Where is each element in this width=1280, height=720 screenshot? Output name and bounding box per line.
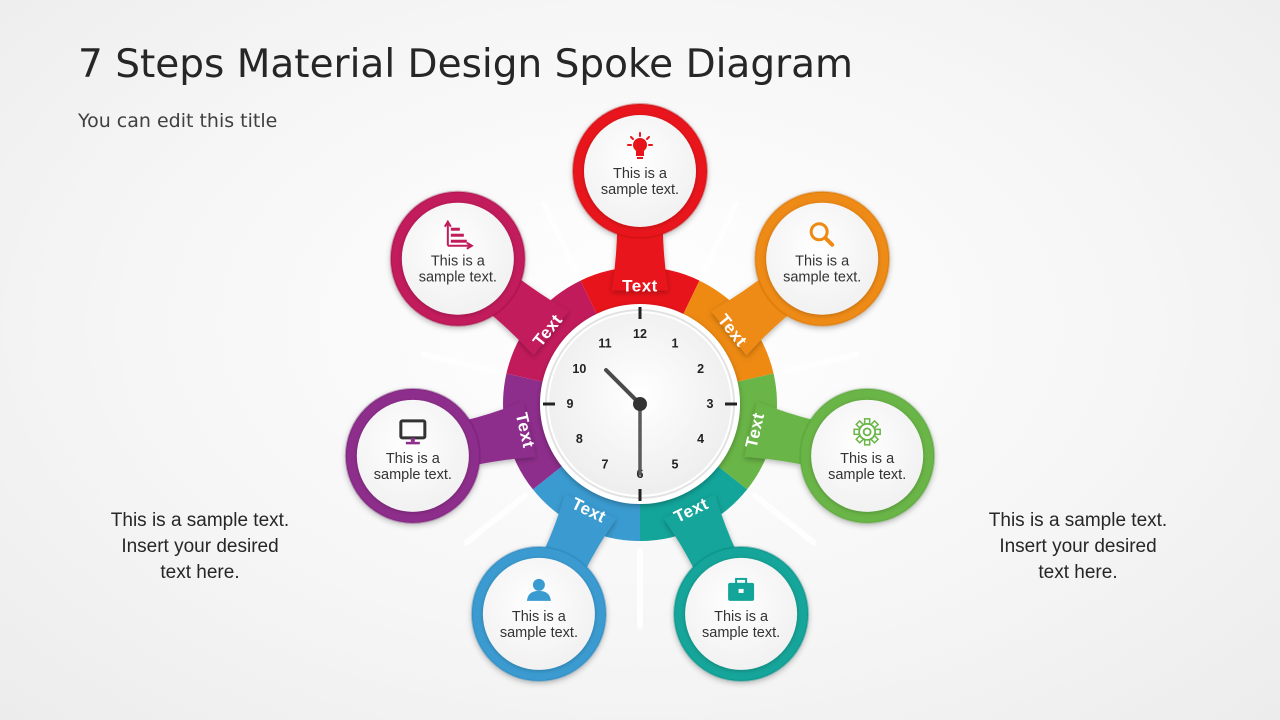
- user-icon: [526, 578, 551, 601]
- step-text-line: This is a: [386, 451, 441, 467]
- side-note-left-line: This is a sample text.: [110, 510, 290, 531]
- ring-segment: [503, 373, 564, 490]
- step-text-line: sample text.: [702, 625, 780, 641]
- petal-edge: [799, 387, 936, 524]
- ray-line: [420, 351, 500, 375]
- ray-line: [751, 492, 817, 546]
- petal-edge: [673, 545, 810, 682]
- step-text-line: This is a: [795, 254, 850, 270]
- petal-edge: [470, 545, 607, 682]
- step-text-line: This is a: [714, 609, 769, 625]
- step-label: Text: [622, 277, 658, 296]
- ray-line: [780, 351, 860, 375]
- step-text-line: This is a: [512, 609, 567, 625]
- clock-number: 1: [672, 336, 679, 350]
- step-text-line: sample text.: [374, 467, 452, 483]
- step-text-line: sample text.: [419, 270, 497, 286]
- clock-number: 12: [633, 327, 647, 341]
- clock-number: 7: [602, 458, 609, 472]
- ring-segment: [716, 373, 777, 490]
- clock-number: 11: [598, 336, 611, 350]
- step-text-line: This is a: [840, 451, 895, 467]
- step-node-circle: [685, 557, 798, 670]
- step-text-line: sample text.: [601, 182, 679, 198]
- step-node-circle: [401, 202, 514, 315]
- clock-number: 2: [697, 362, 704, 376]
- clock-number: 4: [697, 432, 704, 446]
- step-text-line: This is a: [431, 254, 486, 270]
- step-text-line: sample text.: [500, 625, 578, 641]
- step-text-line: sample text.: [828, 467, 906, 483]
- petal-edge: [344, 387, 481, 524]
- side-note-left-line: text here.: [160, 562, 240, 583]
- side-note-left: This is a sample text. Insert your desir…: [70, 508, 330, 586]
- clock-number: 5: [672, 458, 679, 472]
- clock-number: 3: [707, 397, 714, 411]
- step-text-line: This is a: [613, 166, 668, 182]
- briefcase-icon: [728, 577, 755, 601]
- light-rays: [420, 200, 860, 629]
- ray-line: [463, 492, 529, 546]
- side-note-right-line: text here.: [1038, 562, 1118, 583]
- lightbulb-icon: [627, 132, 653, 159]
- bar-chart-icon: [443, 219, 474, 250]
- side-note-right-line: Insert your desired: [999, 536, 1157, 557]
- step-node-circle: [766, 202, 879, 315]
- ray-line: [700, 200, 740, 275]
- step-text-line: sample text.: [783, 270, 861, 286]
- step-node-circle: [356, 399, 469, 512]
- side-note-right-line: This is a sample text.: [988, 510, 1168, 531]
- petal-edge: [389, 190, 526, 327]
- step-node-circle: [811, 399, 924, 512]
- clock: 121234567891011: [540, 304, 740, 504]
- gear-icon: [853, 418, 881, 446]
- side-note-left-line: Insert your desired: [121, 536, 279, 557]
- clock-number: 8: [576, 432, 583, 446]
- clock-center-pin: [633, 397, 647, 411]
- clock-number: 9: [567, 397, 574, 411]
- page-title: 7 Steps Material Design Spoke Diagram: [78, 42, 854, 87]
- petal-edge: [572, 103, 708, 239]
- monitor-icon: [399, 419, 427, 445]
- page-subtitle: You can edit this title: [78, 110, 278, 132]
- search-icon: [809, 222, 835, 247]
- ray-line: [540, 200, 580, 275]
- petal-edge: [754, 190, 891, 327]
- ring-segment: [580, 267, 700, 316]
- clock-number: 10: [572, 362, 586, 376]
- step-node-circle: [584, 115, 696, 227]
- side-note-right: This is a sample text. Insert your desir…: [948, 508, 1208, 586]
- clock-hour-hand: [604, 368, 642, 406]
- step-node-circle: [482, 557, 595, 670]
